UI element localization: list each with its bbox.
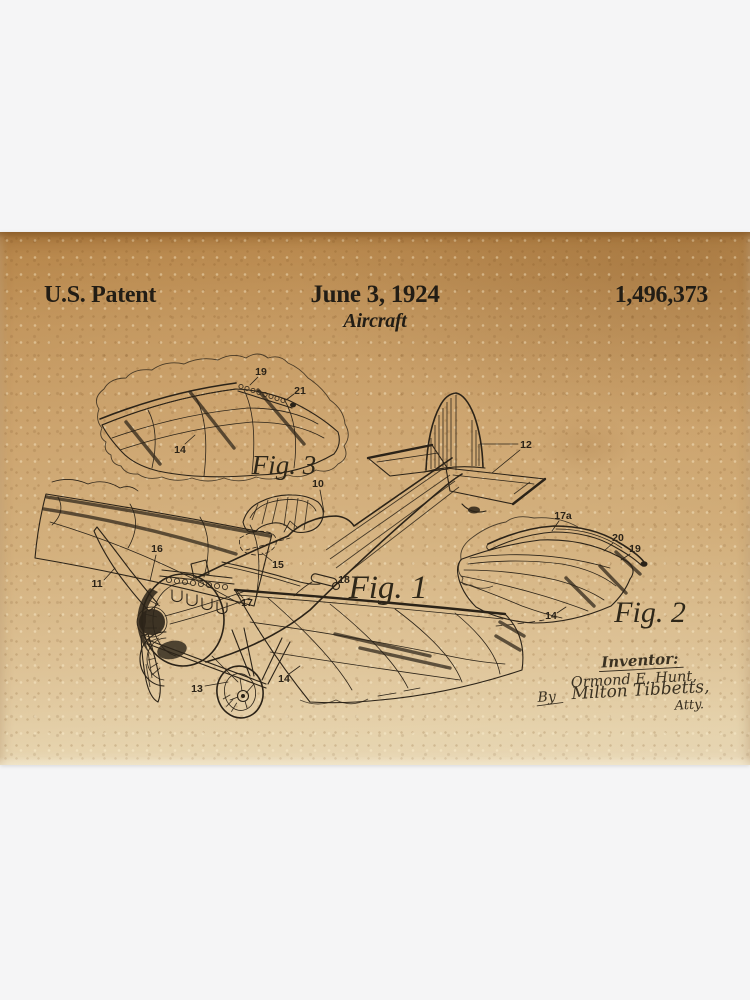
fig1-landing-gear xyxy=(139,627,291,719)
part-label-12: 12 xyxy=(520,439,532,451)
fig3-caption: Fig. 3 xyxy=(251,450,317,480)
fig2-leader-lines xyxy=(551,520,631,614)
part-label-15: 15 xyxy=(272,559,284,571)
part-label-18: 18 xyxy=(338,574,350,586)
patent-number: 1,496,373 xyxy=(614,282,709,308)
attorney-suffix: Atty. xyxy=(673,697,704,714)
fig3-wing-drawing: 19 21 14 Fig. 3 xyxy=(95,353,349,482)
fig2-wing xyxy=(456,539,642,627)
fig1-engine xyxy=(159,559,251,625)
part-label-14-fig1: 14 xyxy=(278,673,290,685)
part-label-14-fig3: 14 xyxy=(174,444,186,456)
part-label-17a: 17a xyxy=(554,510,572,522)
fig1-aircraft-drawing: 10 11 12 13 14 15 16 17 18 Fig. 1 xyxy=(34,392,547,719)
fig1-tail xyxy=(366,392,547,514)
part-label-16: 16 xyxy=(151,543,163,555)
fig1-caption: Fig. 1 xyxy=(348,570,428,606)
part-label-20: 20 xyxy=(612,532,624,544)
patent-poster: U.S. Patent June 3, 1924 Aircraft 1,496,… xyxy=(0,232,750,765)
fig1-headrest-fairing xyxy=(242,494,324,534)
part-label-14-fig2: 14 xyxy=(545,610,557,622)
fig1-aileron-crank xyxy=(293,573,341,597)
fig2-wing-drawing: 17a 20 19 14 Fig. 2 xyxy=(456,510,686,629)
inventor-heading: Inventor: xyxy=(600,649,679,671)
part-label-17: 17 xyxy=(241,597,253,609)
part-label-19-fig3: 19 xyxy=(255,366,267,378)
fig1-fuselage xyxy=(195,457,463,663)
patent-authority: U.S. Patent xyxy=(44,282,157,308)
fig1-leader-lines xyxy=(103,443,521,687)
patent-title: Aircraft xyxy=(343,310,407,332)
fig3-leader-lines xyxy=(184,376,295,445)
fig2-leading-edge-slat xyxy=(486,525,648,567)
part-label-10: 10 xyxy=(312,478,324,490)
fig1-right-wing xyxy=(233,588,526,705)
patent-date: June 3, 1924 xyxy=(310,281,440,308)
part-label-21: 21 xyxy=(294,385,306,397)
signature-block: Inventor: Ormond E. Hunt, By Milton Tibb… xyxy=(536,649,710,714)
fig3-wing xyxy=(99,382,340,478)
fig1-cockpit xyxy=(239,520,299,556)
part-label-11: 11 xyxy=(91,578,102,590)
fig2-torn-paper-edge xyxy=(458,516,579,589)
part-label-13: 13 xyxy=(191,683,203,695)
fig2-caption: Fig. 2 xyxy=(613,596,686,629)
fig3-leading-edge-slat xyxy=(237,383,296,409)
fig1-propeller xyxy=(93,526,168,703)
patent-drawing-canvas: 19 21 14 Fig. 3 xyxy=(34,353,710,719)
attorney-by-prefix: By xyxy=(536,689,557,706)
inventor-name: Ormond E. Hunt, xyxy=(571,669,698,692)
part-label-19-fig2: 19 xyxy=(629,543,641,555)
fig3-torn-paper-edge xyxy=(95,353,349,482)
fig1-left-wing xyxy=(34,479,273,607)
